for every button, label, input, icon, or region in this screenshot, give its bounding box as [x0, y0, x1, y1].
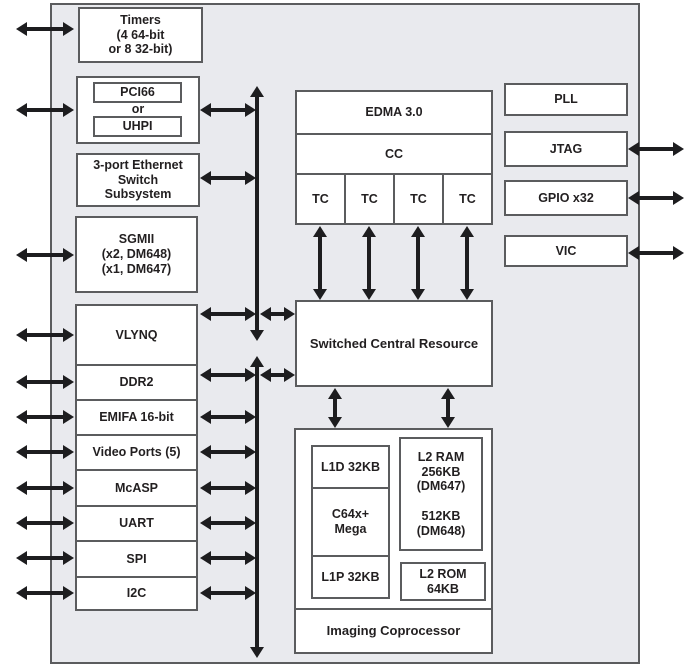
arrow-bus-to-scr-lower: [260, 368, 295, 382]
arrow-tc4-to-scr: [460, 226, 474, 300]
arrow-external-vic: [628, 246, 684, 260]
block-spi: SPI: [75, 540, 198, 578]
arrow-external-vlynq: [16, 328, 74, 342]
edma-tc-4: TC: [442, 175, 491, 223]
block-uhpi: UHPI: [93, 116, 182, 137]
edma-tc-3: TC: [393, 175, 442, 223]
arrow-external-mcasp: [16, 481, 74, 495]
block-jtag: JTAG: [504, 131, 628, 167]
arrow-external-ddr2: [16, 375, 74, 389]
arrow-bus-to-scr-upper: [260, 307, 295, 321]
block-l1p: L1P 32KB: [321, 569, 380, 584]
edma-title: EDMA 3.0: [365, 105, 423, 120]
arrow-uart-to-bus: [200, 516, 256, 530]
block-c64x-mega: C64x+ Mega: [313, 487, 388, 557]
arrow-external-timers: [16, 22, 74, 36]
arrow-external-emifa: [16, 410, 74, 424]
block-l1d: L1D 32KB: [320, 459, 381, 474]
arrow-ddr2-to-bus: [200, 368, 256, 382]
arrow-scr-to-cpu-left: [328, 388, 342, 428]
edma-tc-row: TC TC TC TC: [297, 173, 491, 223]
block-pci66: PCI66: [93, 82, 182, 103]
block-edma: EDMA 3.0 CC TC TC TC TC: [295, 90, 493, 225]
arrow-emifa-to-bus: [200, 410, 256, 424]
block-ddr2: DDR2: [75, 364, 198, 401]
block-imaging-coprocessor: Imaging Coprocessor: [294, 608, 493, 654]
block-l2-ram: L2 RAM 256KB (DM647) 512KB (DM648): [399, 437, 483, 551]
arrow-video-ports-to-bus: [200, 445, 256, 459]
block-uart: UART: [75, 505, 198, 542]
arrow-tc1-to-scr: [313, 226, 327, 300]
arrow-ethernet-to-bus: [200, 171, 256, 185]
block-vlynq: VLYNQ: [75, 304, 198, 366]
arrow-spi-to-bus: [200, 551, 256, 565]
arrow-external-uart: [16, 516, 74, 530]
edma-tc-2: TC: [344, 175, 393, 223]
arrow-pci-to-bus: [200, 103, 256, 117]
arrow-external-video-ports: [16, 445, 74, 459]
arrow-scr-to-cpu-right: [441, 388, 455, 428]
arrow-tc3-to-scr: [411, 226, 425, 300]
block-l2-rom: L2 ROM 64KB: [400, 562, 486, 601]
arrow-external-i2c: [16, 586, 74, 600]
arrow-i2c-to-bus: [200, 586, 256, 600]
arrow-external-sgmii: [16, 248, 74, 262]
arrow-external-pci: [16, 103, 74, 117]
arrow-external-gpio: [628, 191, 684, 205]
block-sgmii: SGMII (x2, DM648) (x1, DM647): [75, 216, 198, 293]
block-video-ports: Video Ports (5): [75, 434, 198, 471]
edma-tc-1: TC: [312, 191, 329, 206]
block-gpio: GPIO x32: [504, 180, 628, 216]
block-timers: Timers (4 64-bit or 8 32-bit): [78, 7, 203, 63]
block-ethernet-switch: 3-port Ethernet Switch Subsystem: [76, 153, 200, 207]
block-mcasp: McASP: [75, 469, 198, 507]
block-vic: VIC: [504, 235, 628, 267]
block-i2c: I2C: [75, 576, 198, 611]
arrow-external-spi: [16, 551, 74, 565]
bus-vertical-upper-arrow: [250, 86, 264, 341]
block-switched-central-resource: Switched Central Resource: [295, 300, 493, 387]
arrow-vlynq-to-bus: [200, 307, 256, 321]
arrow-tc2-to-scr: [362, 226, 376, 300]
edma-cc: CC: [297, 133, 491, 173]
arrow-mcasp-to-bus: [200, 481, 256, 495]
bus-vertical-lower-arrow: [250, 356, 264, 658]
arrow-external-jtag: [628, 142, 684, 156]
pci-or-label: or: [131, 101, 145, 116]
block-l1-column: L1D 32KB C64x+ Mega L1P 32KB: [311, 445, 390, 599]
block-pll: PLL: [504, 83, 628, 116]
block-emifa: EMIFA 16-bit: [75, 399, 198, 436]
